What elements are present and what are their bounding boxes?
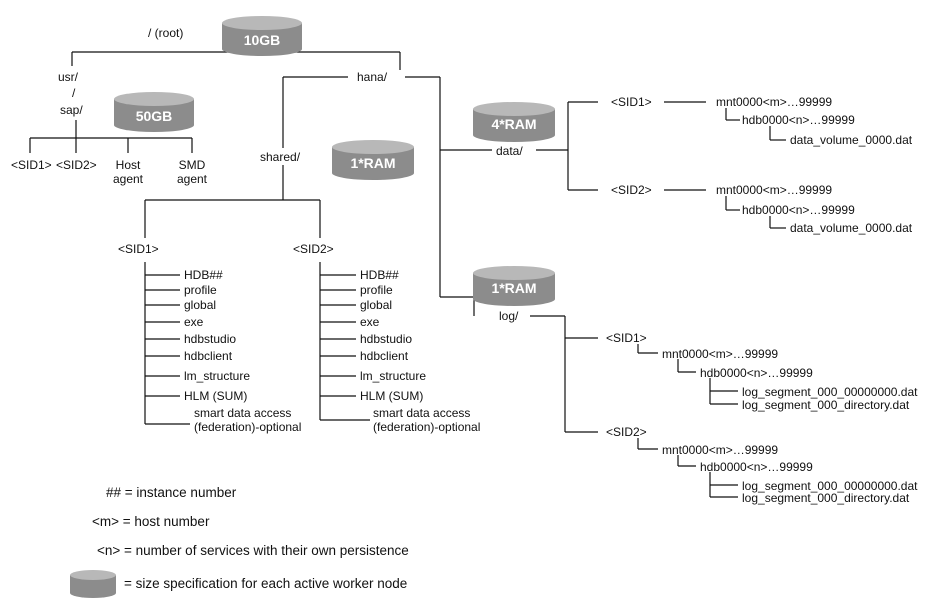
size-cylinder-root: 10GB [222,16,302,56]
data-sid2-file: data_volume_0000.dat [790,221,913,235]
log-sid2-mnt: mnt0000<m>…99999 [662,443,779,457]
data-sid1-file: data_volume_0000.dat [790,133,913,147]
legend-cylinder [70,570,116,598]
legend-instance: ## = instance number [106,485,237,500]
size-label: 10GB [243,32,281,48]
shared-label: shared/ [260,150,301,164]
usr-label: usr/ [58,70,79,84]
size-label: 1*RAM [350,155,396,171]
shared-sid2-label: <SID2> [293,242,334,256]
sid2-item-hlm: HLM (SUM) [360,389,424,403]
sid2-item-hdb: HDB## [360,268,399,282]
cylinder-icon [70,570,116,598]
sid1-item-hdbclient: hdbclient [184,349,233,363]
cylinder-icon [114,92,194,132]
legend-size: = size specification for each active wor… [124,576,408,591]
log-sid1-file1: log_segment_000_00000000.dat [742,385,918,399]
sid2-item-global: global [360,298,393,312]
sid1-item-profile: profile [184,283,217,297]
slash-label: / [72,86,76,100]
sid1-item-hdbstudio: hdbstudio [184,332,237,346]
cylinder-icon [473,266,555,306]
sid1-item-exe: exe [184,315,204,329]
log-label: log/ [499,309,519,323]
log-sid2-file1: log_segment_000_00000000.dat [742,479,918,493]
log-sid2-hdb: hdb0000<n>…99999 [700,460,813,474]
legend-host: <m> = host number [92,514,210,529]
hana-label: hana/ [357,70,388,84]
log-sid1-mnt: mnt0000<m>…99999 [662,347,779,361]
data-sid1-label: <SID1> [611,95,652,109]
cylinder-icon [222,16,302,56]
size-cylinder-data: 4*RAM [473,102,555,142]
log-sid1-label: <SID1> [606,331,647,345]
data-sid2-hdb: hdb0000<n>…99999 [742,203,855,217]
sap-child-smd-agent: SMD agent [176,158,208,186]
data-sid2-mnt: mnt0000<m>…99999 [716,183,833,197]
size-label: 4*RAM [491,116,537,132]
log-sid1-file2: log_segment_000_directory.dat [742,398,910,412]
size-cylinder-sap: 50GB [114,92,194,132]
root-label: / (root) [148,26,184,40]
cylinder-icon [332,140,414,180]
data-sid1-hdb: hdb0000<n>…99999 [742,113,855,127]
sid2-item-exe: exe [360,315,380,329]
data-sid1-mnt: mnt0000<m>…99999 [716,95,833,109]
legend-services: <n> = number of services with their own … [97,543,409,558]
size-label: 50GB [135,108,173,124]
sap-child-host-agent: Host agent [112,158,144,186]
sap-child-sid2: <SID2> [56,158,97,172]
size-cylinder-shared: 1*RAM [332,140,414,180]
sid1-item-global: global [184,298,217,312]
size-cylinder-log: 1*RAM [473,266,555,306]
log-sid2-file2: log_segment_000_directory.dat [742,491,910,505]
sap-child-sid1: <SID1> [11,158,52,172]
connector-lines [29,51,786,498]
sid1-item-lm-structure: lm_structure [184,369,251,383]
cylinder-icon [473,102,555,142]
log-sid2-label: <SID2> [606,425,647,439]
sid2-item-hdbclient: hdbclient [360,349,409,363]
data-sid2-label: <SID2> [611,183,652,197]
sid2-item-sda: smart data access (federation)-optional [373,406,481,434]
sid1-item-hlm: HLM (SUM) [184,389,248,403]
sid2-item-profile: profile [360,283,393,297]
sap-label: sap/ [60,103,83,117]
sid2-item-lm-structure: lm_structure [360,369,427,383]
data-label: data/ [496,144,523,158]
size-label: 1*RAM [491,280,537,296]
shared-sid1-label: <SID1> [118,242,159,256]
log-sid1-hdb: hdb0000<n>…99999 [700,366,813,380]
sid1-item-sda: smart data access (federation)-optional [194,406,302,434]
sid2-item-hdbstudio: hdbstudio [360,332,413,346]
sid1-item-hdb: HDB## [184,268,223,282]
